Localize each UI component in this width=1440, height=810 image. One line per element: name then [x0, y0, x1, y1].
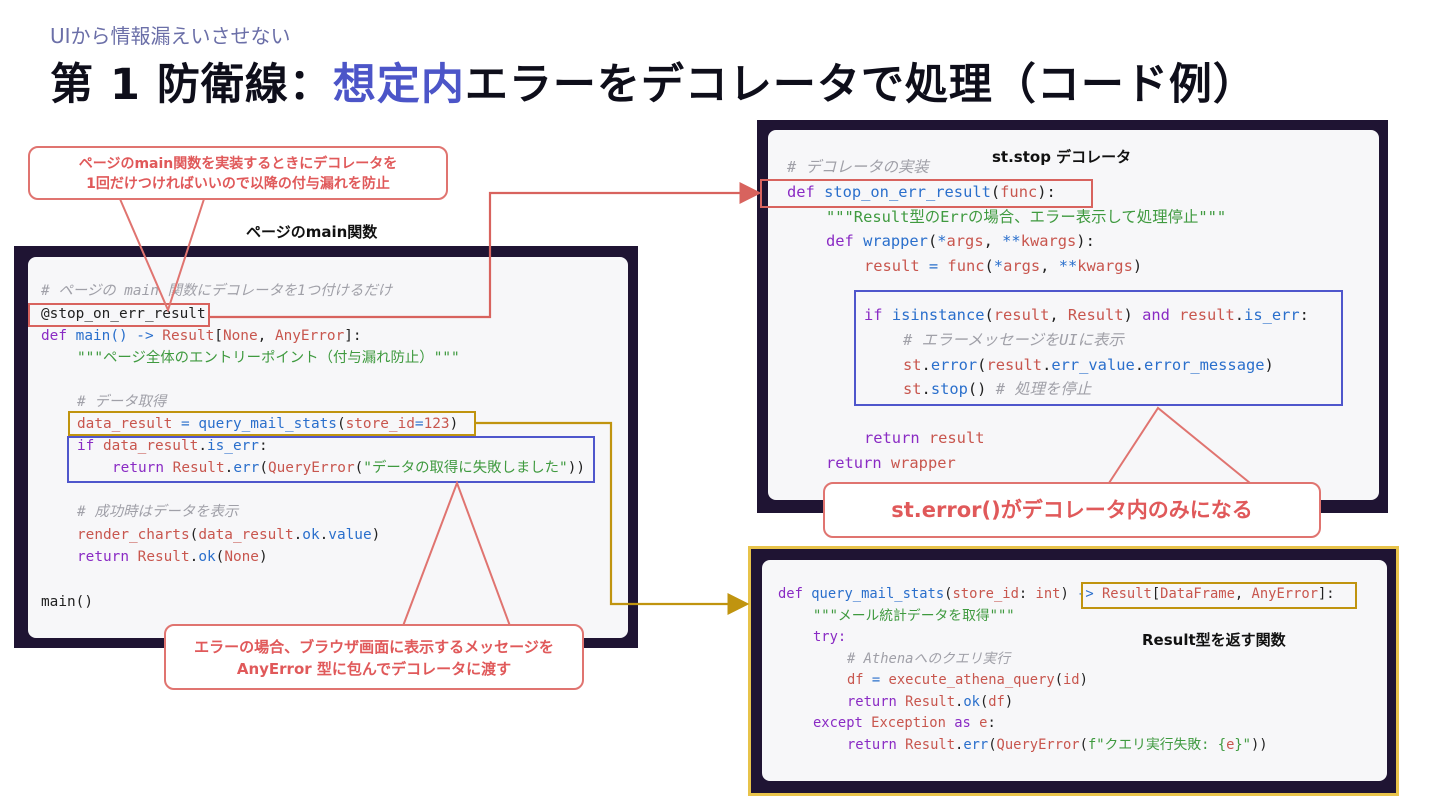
code-if-err: if data_result.is_err: — [77, 438, 268, 454]
right-top-code-block: # デコレータの実装 def stop_on_err_result(func):… — [768, 130, 1379, 500]
callout-right-pointer — [1108, 406, 1251, 484]
page-title: 第 1 防衛線：想定内エラーをデコレータで処理（コード例） — [50, 50, 1257, 112]
code-comment: # デコレータの実装 — [787, 158, 929, 176]
code-return-err: return Result.err(QueryError("データの取得に失敗し… — [112, 460, 586, 476]
code-comment: # 成功時はデータを表示 — [77, 504, 239, 520]
callout-line: エラーの場合、ブラウザ画面に表示するメッセージを — [194, 638, 554, 656]
code-except: except Exception as e: — [813, 715, 996, 731]
callout-line: ページのmain関数を実装するときにデコレータを — [78, 156, 398, 172]
callout-st-error: st.error()がデコレータ内のみになる — [823, 482, 1321, 538]
callout-line: AnyError 型に包んでデコレータに渡す — [236, 660, 512, 678]
code-data-result: data_result = query_mail_stats(store_id=… — [77, 416, 459, 432]
code-def-wrapper: def wrapper(*args, **kwargs): — [826, 232, 1095, 250]
code-return-err: return Result.err(QueryError(f"クエリ実行失敗: … — [847, 737, 1268, 753]
title-suffix: エラーをデコレータで処理（コード例） — [464, 60, 1257, 110]
error-branch-highlight — [67, 436, 595, 483]
code-docstring: """ページ全体のエントリーポイント（付与漏れ防止）""" — [77, 350, 460, 366]
code-if-isinstance: if isinstance(result, Result) and result… — [864, 306, 1309, 324]
callout-decorator-once: ページのmain関数を実装するときにデコレータを 1回だけつければいいので以降の… — [28, 146, 448, 200]
return-type-highlight — [1081, 582, 1357, 609]
left-code-block: # ページの main 関数にデコレータを1つ付けるだけ @stop_on_er… — [28, 257, 628, 638]
title-prefix: 第 1 防衛線： — [50, 60, 333, 110]
code-try: try: — [813, 629, 847, 645]
code-comment: # Athenaへのクエリ実行 — [847, 651, 1011, 667]
code-docstring: """メール統計データを取得""" — [813, 608, 1015, 624]
code-return-wrapper: return wrapper — [826, 454, 956, 472]
callout-anyerror: エラーの場合、ブラウザ画面に表示するメッセージを AnyError 型に包んでデ… — [164, 624, 584, 690]
code-main-call: main() — [41, 594, 93, 610]
code-st-stop: st.stop() # 処理を停止 — [903, 380, 1092, 398]
right-bottom-panel-label: Result型を返す関数 — [1142, 631, 1286, 649]
callout-top-pointer — [119, 198, 205, 313]
code-decorator: @stop_on_err_result — [41, 306, 206, 322]
title-accent: 想定内 — [332, 60, 465, 110]
page-subtitle: UIから情報漏えいさせない — [50, 24, 291, 48]
decorator-arrow — [210, 182, 762, 319]
code-render-charts: render_charts(data_result.ok.value) — [77, 527, 381, 543]
error-display-highlight — [854, 290, 1343, 406]
code-comment: # データ取得 — [77, 394, 167, 410]
left-panel-label: ページのmain関数 — [246, 223, 378, 241]
code-return-ok: return Result.ok(None) — [77, 549, 268, 565]
query-call-highlight — [68, 411, 476, 436]
code-def-main: def main() -> Result[None, AnyError]: — [41, 328, 362, 344]
code-comment: # ページの main 関数にデコレータを1つ付けるだけ — [41, 283, 393, 299]
code-return-ok: return Result.ok(df) — [847, 694, 1014, 710]
query-arrow — [476, 421, 750, 615]
code-def-decorator: def stop_on_err_result(func): — [787, 183, 1056, 201]
callout-bottom-pointer — [402, 480, 511, 627]
code-result-assign: result = func(*args, **kwargs) — [864, 257, 1143, 275]
right-bottom-code-block: def query_mail_stats(store_id: int) -> R… — [762, 560, 1387, 781]
right-top-panel-label: st.stop デコレータ — [992, 148, 1132, 166]
code-docstring: """Result型のErrの場合、エラー表示して処理停止""" — [826, 208, 1227, 226]
code-def-query: def query_mail_stats(store_id: int) -> R… — [778, 586, 1335, 602]
code-st-error: st.error(result.err_value.error_message) — [903, 356, 1274, 374]
decorator-highlight — [28, 303, 210, 327]
code-return-result: return result — [864, 429, 985, 447]
callout-line: 1回だけつければいいので以降の付与漏れを防止 — [86, 176, 390, 192]
code-df-assign: df = execute_athena_query(id) — [847, 672, 1088, 688]
code-comment: # エラーメッセージをUIに表示 — [903, 331, 1124, 349]
